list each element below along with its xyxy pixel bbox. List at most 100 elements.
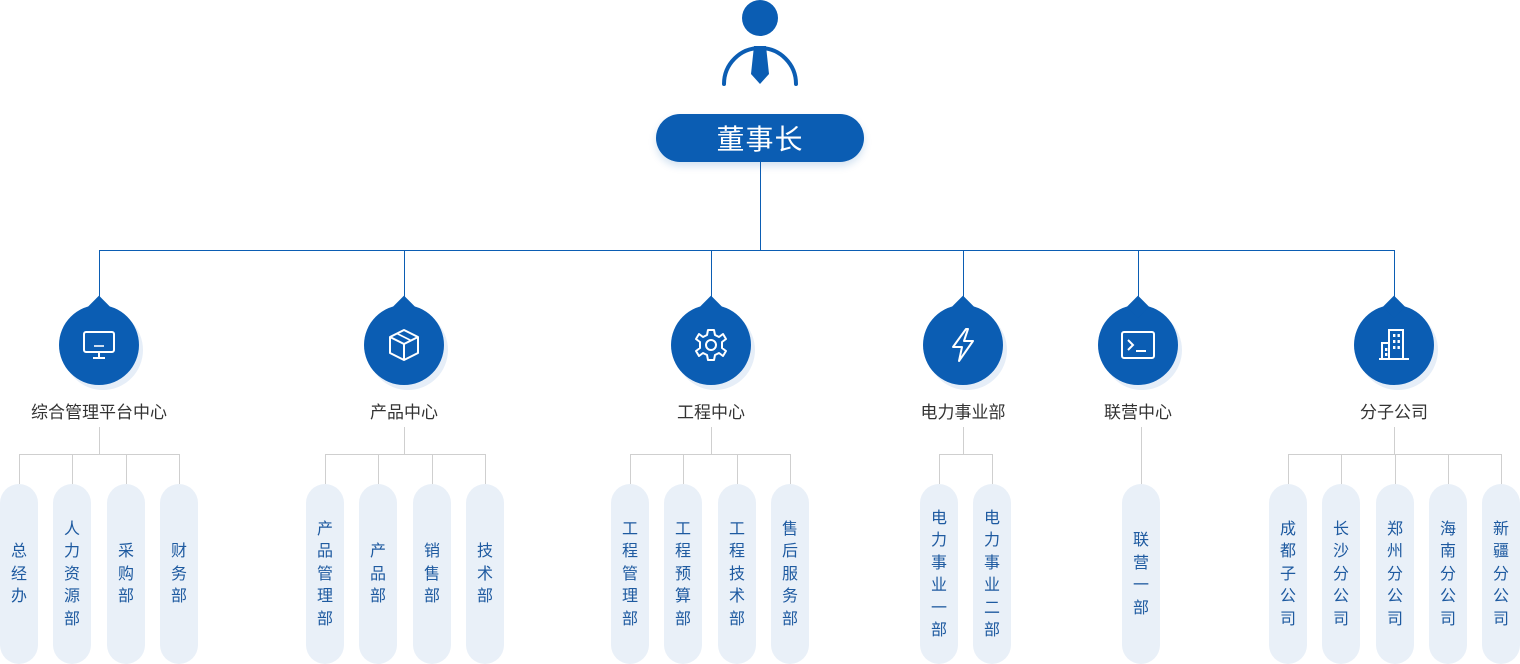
department-item[interactable]: 采购部 (107, 484, 145, 664)
department-item[interactable]: 总经办 (0, 484, 38, 664)
center-node-5[interactable] (1098, 305, 1178, 385)
department-char: 产 (316, 518, 333, 538)
department-char: 分 (1492, 563, 1509, 583)
department-char: 管 (316, 563, 333, 583)
department-char: 新 (1492, 518, 1509, 538)
department-item[interactable]: 联营一部 (1122, 484, 1160, 664)
department-char: 南 (1439, 541, 1456, 561)
department-char: 销 (423, 541, 440, 561)
department-char: 工 (728, 518, 745, 538)
department-item[interactable]: 海南分公司 (1429, 484, 1467, 664)
department-item[interactable]: 长沙分公司 (1322, 484, 1360, 664)
department-char: 司 (1439, 608, 1456, 628)
department-char: 部 (930, 620, 947, 639)
box-icon (389, 329, 419, 361)
department-item[interactable]: 电力事业一部 (920, 484, 958, 664)
department-char: 工 (674, 518, 691, 538)
department-item[interactable]: 新疆分公司 (1482, 484, 1520, 664)
department-char: 州 (1386, 541, 1403, 561)
department-char: 售 (781, 518, 798, 538)
department-char: 部 (674, 608, 691, 628)
department-char: 部 (621, 608, 638, 628)
department-char: 部 (170, 586, 187, 606)
department-char: 营 (1132, 552, 1149, 572)
department-char: 联 (1132, 530, 1149, 549)
department-char: 司 (1492, 608, 1509, 628)
department-char: 办 (10, 586, 27, 606)
department-item[interactable]: 工程预算部 (664, 484, 702, 664)
department-char: 分 (1386, 563, 1403, 583)
department-item[interactable]: 销售部 (413, 484, 451, 664)
department-char: 术 (728, 586, 745, 606)
department-char: 部 (728, 608, 745, 628)
department-char: 沙 (1332, 541, 1349, 561)
center-node-1[interactable] (59, 305, 139, 385)
department-char: 管 (621, 563, 638, 583)
center-node-3[interactable] (671, 305, 751, 385)
department-char: 一 (930, 597, 947, 617)
department-item[interactable]: 成都子公司 (1269, 484, 1307, 664)
department-char: 部 (117, 586, 134, 606)
center-name: 联营中心 (1104, 403, 1172, 423)
department-char: 产 (369, 541, 386, 561)
building-icon (1379, 329, 1409, 360)
department-item[interactable]: 产品管理部 (306, 484, 344, 664)
department-item[interactable]: 郑州分公司 (1376, 484, 1414, 664)
department-char: 购 (117, 563, 134, 583)
department-char: 一 (1132, 575, 1149, 594)
department-char: 理 (621, 586, 638, 606)
department-char: 总 (10, 541, 27, 561)
department-char: 部 (423, 586, 440, 606)
department-char: 分 (1439, 563, 1456, 583)
department-item[interactable]: 工程技术部 (718, 484, 756, 664)
department-char: 采 (117, 541, 134, 561)
department-char: 售 (423, 563, 440, 583)
department-char: 公 (1439, 586, 1456, 606)
center-node-2[interactable] (364, 305, 444, 385)
department-char: 力 (930, 530, 947, 549)
department-char: 事 (983, 552, 1000, 572)
department-char: 品 (369, 563, 386, 583)
center-node-4[interactable] (923, 305, 1003, 385)
department-char: 子 (1279, 563, 1296, 583)
department-char: 技 (476, 541, 493, 561)
department-char: 公 (1386, 586, 1403, 606)
chairman-node[interactable]: 董事长 (656, 114, 864, 162)
department-char: 司 (1386, 608, 1403, 628)
monitor-icon (83, 331, 115, 359)
department-item[interactable]: 技术部 (466, 484, 504, 664)
department-char: 预 (674, 563, 691, 583)
department-char: 部 (476, 586, 493, 606)
department-char: 长 (1332, 518, 1349, 538)
department-item[interactable]: 财务部 (160, 484, 198, 664)
department-char: 司 (1332, 608, 1349, 628)
center-name: 电力事业部 (920, 403, 1006, 423)
department-char: 务 (170, 563, 187, 583)
department-char: 力 (983, 530, 1000, 549)
department-char: 程 (674, 541, 691, 561)
center-node-6[interactable] (1354, 305, 1434, 385)
department-item[interactable]: 人力资源部 (53, 484, 91, 664)
department-item[interactable]: 售后服务部 (771, 484, 809, 664)
department-item[interactable]: 工程管理部 (611, 484, 649, 664)
department-char: 后 (781, 541, 798, 561)
department-char: 海 (1439, 518, 1456, 538)
department-item[interactable]: 产品部 (359, 484, 397, 664)
department-char: 部 (781, 608, 798, 628)
center-name: 产品中心 (370, 403, 438, 423)
lightning-icon (952, 328, 974, 362)
department-char: 业 (930, 575, 947, 594)
department-char: 部 (63, 608, 80, 628)
department-char: 疆 (1492, 541, 1509, 561)
department-char: 理 (316, 586, 333, 606)
department-char: 业 (983, 575, 1000, 594)
department-char: 部 (983, 620, 1000, 639)
department-char: 成 (1279, 518, 1296, 538)
department-char: 经 (10, 563, 27, 583)
chairman-label: 董事长 (716, 123, 804, 156)
department-char: 公 (1279, 586, 1296, 606)
department-char: 力 (63, 541, 80, 561)
department-char: 郑 (1386, 518, 1403, 538)
department-char: 财 (170, 541, 187, 561)
department-item[interactable]: 电力事业二部 (973, 484, 1011, 664)
